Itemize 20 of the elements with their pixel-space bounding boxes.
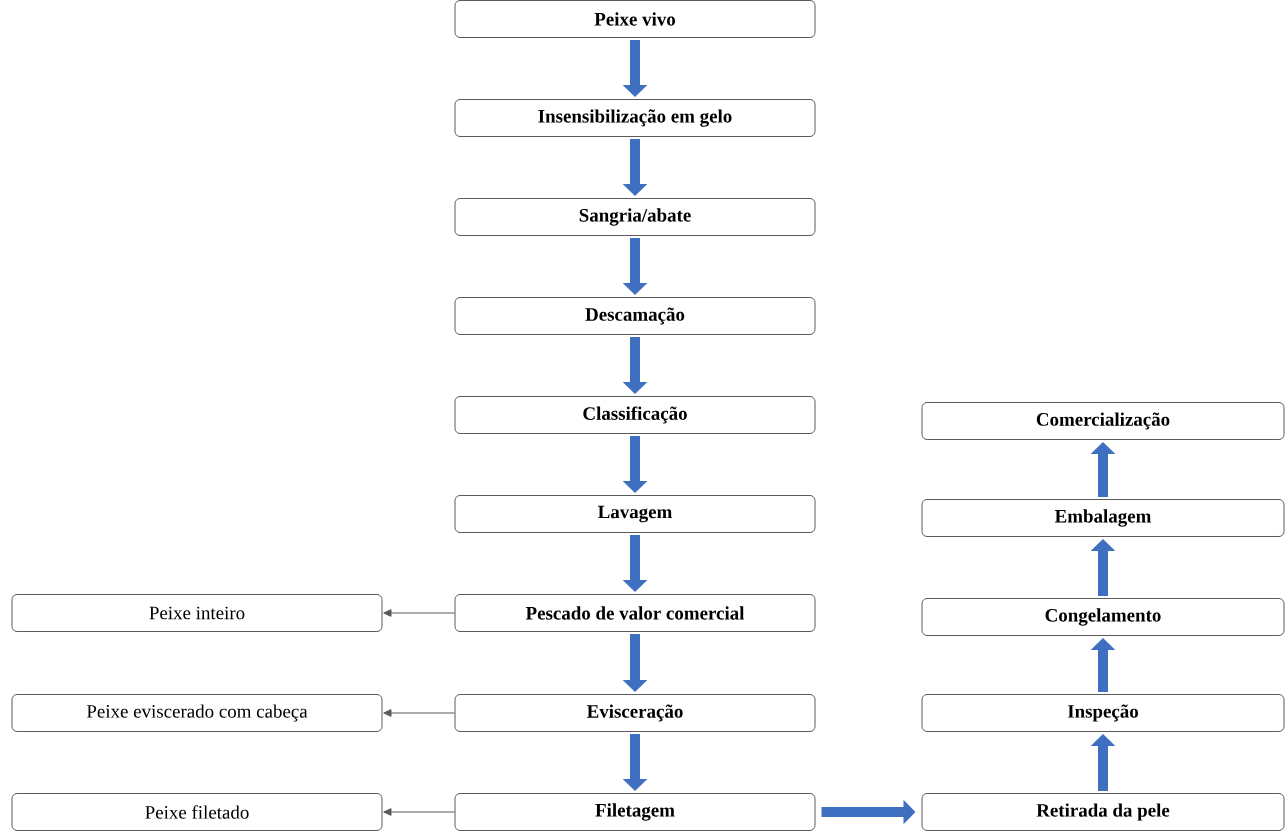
- process-box: Peixe vivo: [454, 0, 816, 38]
- process-box: Inspeção: [921, 694, 1285, 732]
- process-box: Evisceração: [454, 694, 816, 732]
- process-box: Filetagem: [454, 793, 816, 831]
- process-box: Pescado de valor comercial: [454, 594, 816, 632]
- process-box: Insensibilização em gelo: [454, 99, 816, 137]
- process-box: Peixe inteiro: [11, 594, 383, 632]
- process-box: Descamação: [454, 297, 816, 335]
- process-box: Lavagem: [454, 495, 816, 533]
- process-box: Sangria/abate: [454, 198, 816, 236]
- process-box: Comercialização: [921, 402, 1285, 440]
- arrow: [383, 808, 455, 816]
- process-box: Peixe eviscerado com cabeça: [11, 694, 383, 732]
- process-box: Retirada da pele: [921, 793, 1285, 831]
- process-box: Classificação: [454, 396, 816, 434]
- process-box: Congelamento: [921, 598, 1285, 636]
- process-box: Peixe filetado: [11, 793, 383, 831]
- arrow: [383, 709, 455, 717]
- arrow: [383, 609, 455, 617]
- process-box: Embalagem: [921, 499, 1285, 537]
